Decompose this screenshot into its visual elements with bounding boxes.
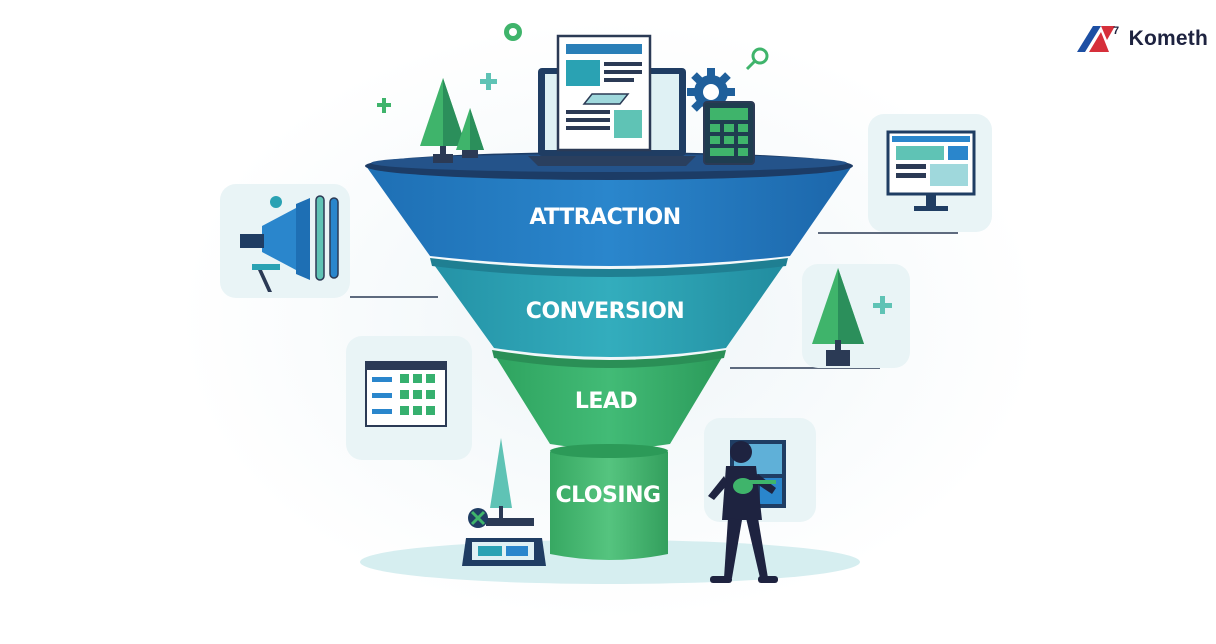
plus-icon xyxy=(377,98,391,113)
stage-label-attraction: ATTRACTION xyxy=(529,205,680,230)
calculator-icon xyxy=(703,101,755,165)
brand-name: Kometh xyxy=(1128,27,1208,50)
laptop-document-icon xyxy=(528,34,696,166)
tree-icon xyxy=(420,78,484,163)
potted-tree-icon xyxy=(802,264,910,368)
person-with-guitar-icon xyxy=(704,418,816,583)
brand-superscript: 7 xyxy=(1113,25,1119,37)
stage-label-conversion: CONVERSION xyxy=(526,299,684,324)
plus-icon xyxy=(480,73,497,90)
megaphone-icon xyxy=(220,184,350,298)
tablet-icon xyxy=(462,438,546,566)
magnifier-icon xyxy=(745,47,769,71)
stage-label-closing: CLOSING xyxy=(555,483,660,508)
spreadsheet-screen-icon xyxy=(346,336,472,460)
gear-icon xyxy=(504,23,522,41)
stage-label-lead: LEAD xyxy=(575,389,638,414)
kometh-logo-icon: 7 xyxy=(1076,25,1119,52)
brand-logo: 7 Kometh xyxy=(1075,22,1208,56)
monitor-icon xyxy=(868,114,992,232)
